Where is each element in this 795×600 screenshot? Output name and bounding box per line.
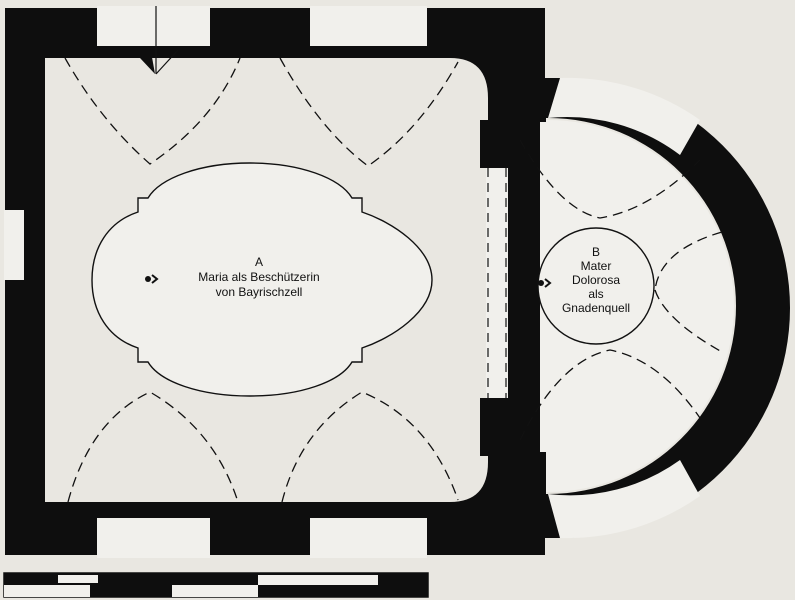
- eye-arrow-icon: [145, 274, 159, 284]
- apse-rib-right-lower: [654, 289, 723, 353]
- window-bottom-right: [310, 518, 427, 558]
- door-wedge: [140, 46, 155, 74]
- pier-bottom: [480, 398, 512, 456]
- apse-window-bottom: [548, 460, 700, 539]
- nave-wall: [5, 8, 545, 555]
- vault-rib-bottom-left: [67, 391, 239, 503]
- scale-bar: [3, 572, 429, 598]
- chancel-arch: [486, 168, 508, 398]
- window-top-right: [310, 6, 427, 46]
- room-b-line1: Mater: [581, 259, 612, 273]
- scale-bar-bottom-block-2: [90, 585, 172, 597]
- scale-bar-bottom-block-1: [4, 585, 90, 597]
- door-swing: [155, 49, 179, 75]
- apse-wall: [540, 78, 790, 538]
- room-b-line2: Dolorosa: [572, 273, 620, 287]
- apse-window-openings: [548, 77, 700, 539]
- room-a-line1: Maria als Beschützerin: [198, 270, 319, 284]
- apse-rib-right-upper: [654, 231, 723, 291]
- scale-bar-bottom-block-3: [172, 585, 258, 597]
- window-top-left: [97, 6, 210, 46]
- vault-rib-top-left: [64, 57, 241, 165]
- room-b-line4: Gnadenquell: [562, 301, 630, 315]
- choir-step-top: [488, 78, 546, 122]
- apse-window-top: [548, 77, 700, 155]
- fresco-b-frame: [537, 227, 655, 345]
- room-a-letter: A: [255, 255, 263, 269]
- choir-step-bottom: [488, 452, 546, 498]
- pier-top: [480, 120, 512, 168]
- scale-bar-gap-top: [58, 575, 98, 583]
- arch-piers: [480, 78, 546, 498]
- window-left: [4, 210, 24, 280]
- room-a-line2: von Bayrischzell: [216, 285, 303, 299]
- vault-rib-bottom-right: [281, 391, 459, 503]
- scale-bar-top-white: [258, 575, 378, 585]
- scale-bar-bottom-block-4: [258, 585, 428, 597]
- apse-rib-lower: [519, 349, 701, 441]
- vault-ribs: [64, 57, 723, 503]
- fresco-a-frame: [91, 162, 433, 397]
- room-b-line3: als: [588, 287, 603, 301]
- window-openings: [4, 6, 427, 558]
- eye-arrow-icon: [538, 278, 552, 288]
- vault-rib-top-right: [279, 57, 459, 167]
- apse-rib-upper: [519, 139, 701, 219]
- window-bottom-left: [97, 518, 210, 558]
- room-b-letter: B: [592, 245, 600, 259]
- walls: [5, 8, 790, 555]
